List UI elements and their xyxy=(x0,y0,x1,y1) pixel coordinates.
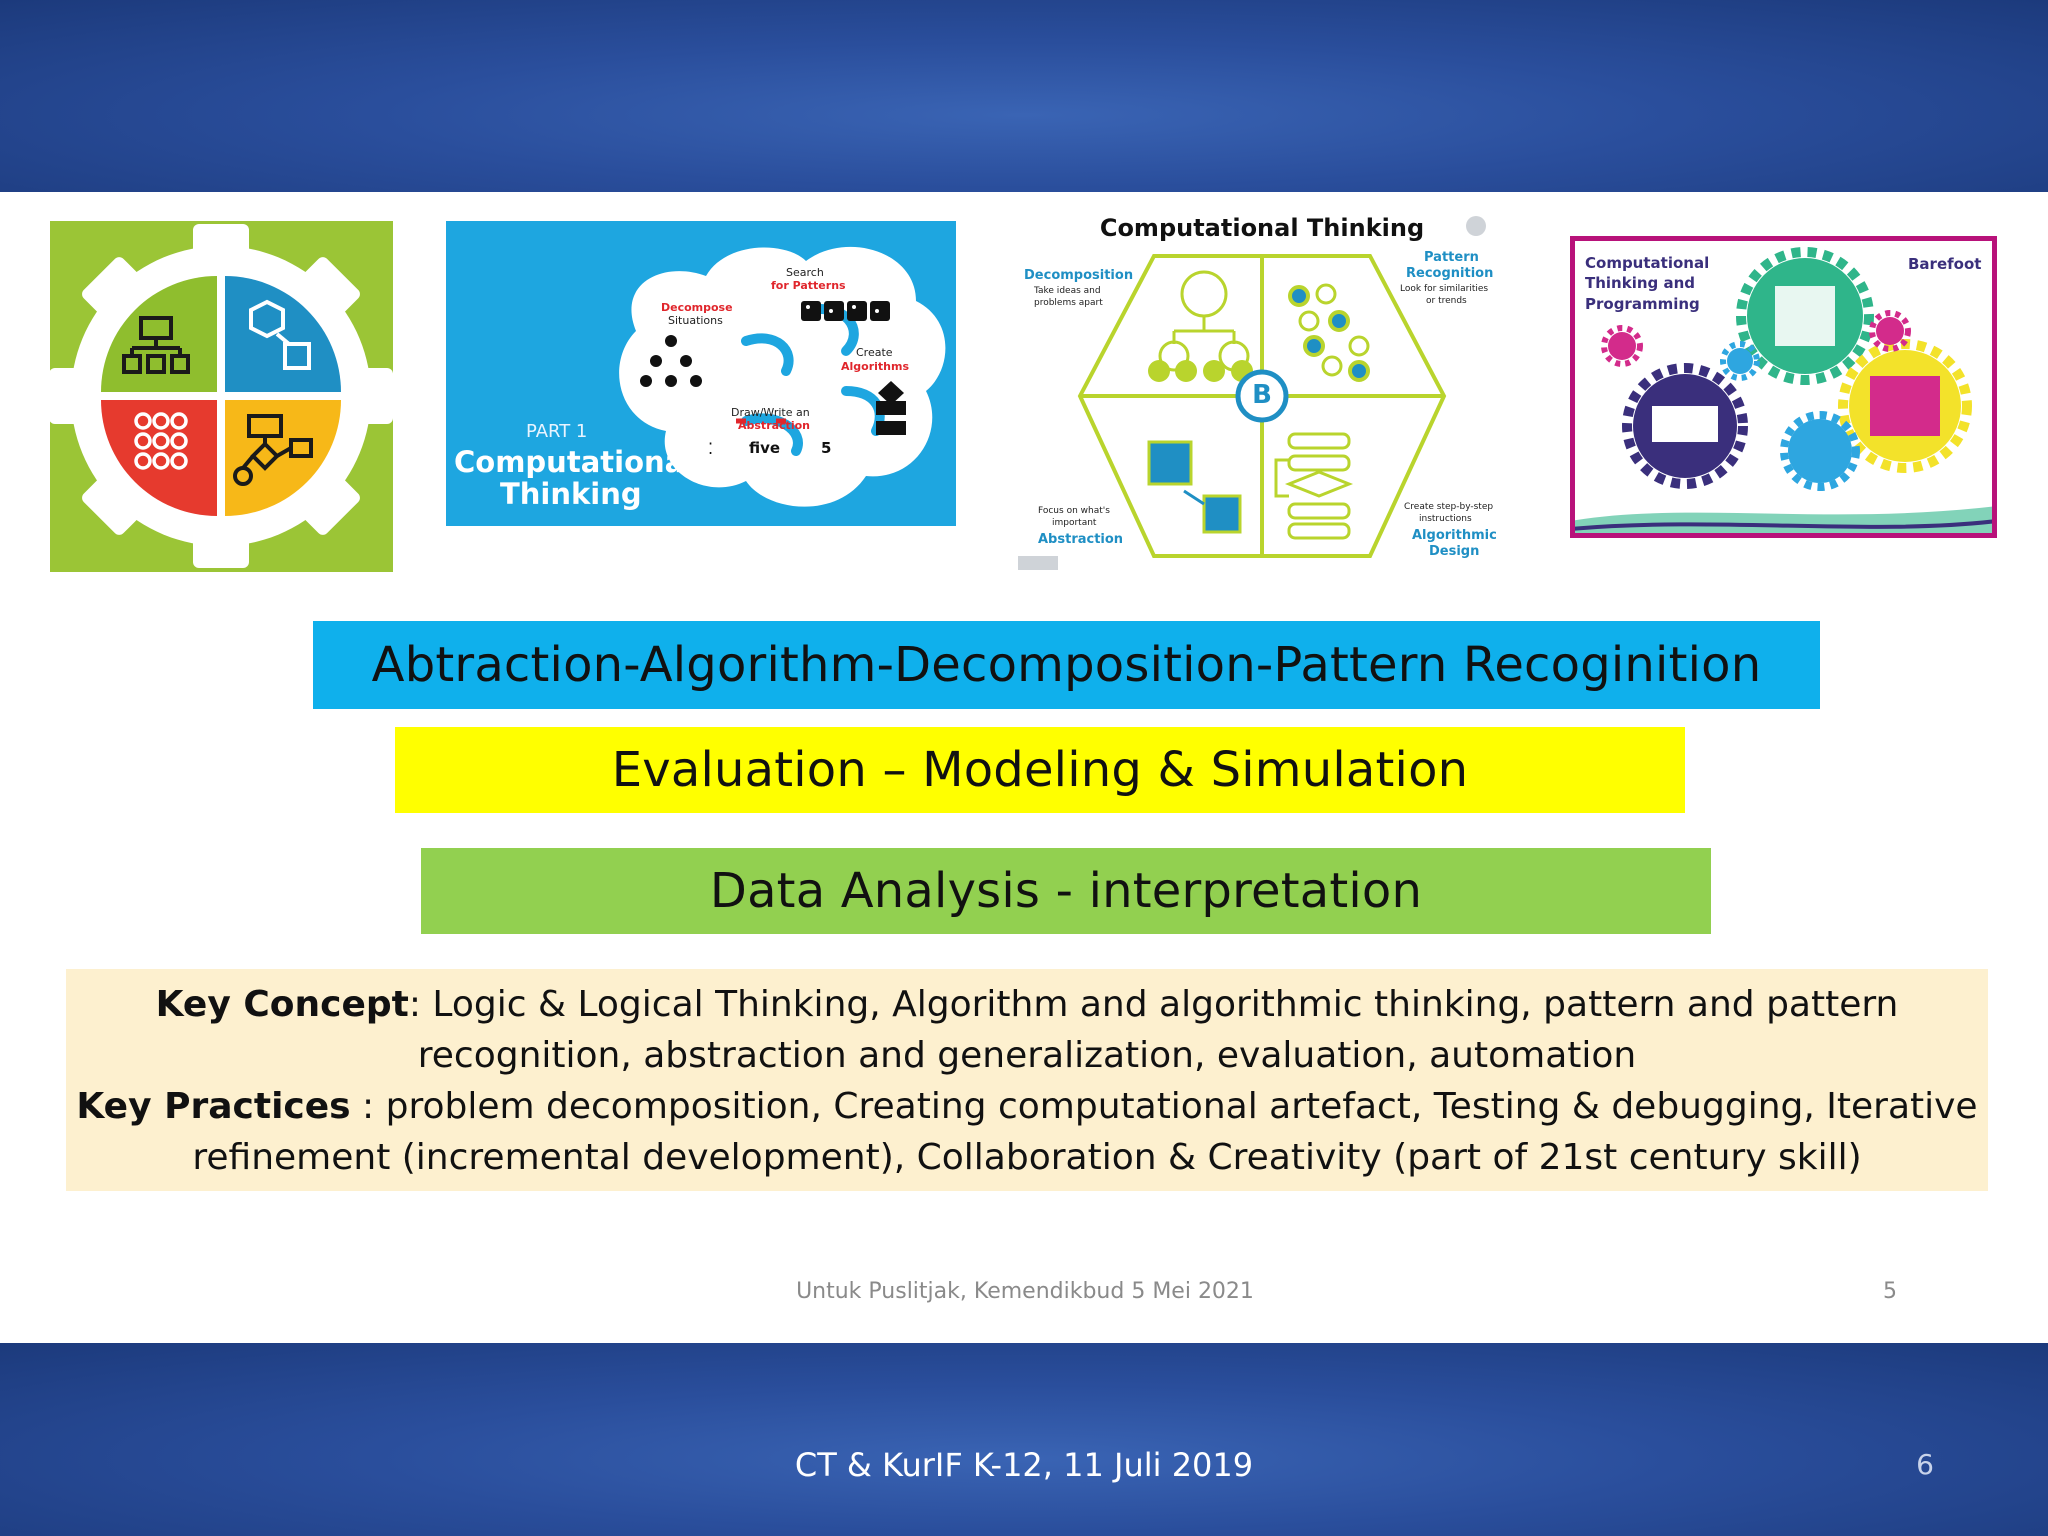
hex-algorithmic-desc-1: Create step-by-step xyxy=(1404,502,1494,512)
barefoot-poster-image: Computational Thinking and Programming B… xyxy=(1570,236,1997,538)
key-concepts-box: Key Concept: Logic & Logical Thinking, A… xyxy=(66,969,1988,1191)
brain-part-label: PART 1 xyxy=(526,421,588,442)
hex-algorithmic-desc-2: instructions xyxy=(1419,514,1472,524)
barefoot-title-3: Programming xyxy=(1585,295,1700,313)
green-concept-bar: Data Analysis - interpretation xyxy=(421,848,1711,934)
brain-dots-icon: ⁚ xyxy=(708,439,714,458)
ct-hexagon-image: Computational Thinking B Decomposition T… xyxy=(1014,206,1510,590)
brain-five-num: 5 xyxy=(821,439,832,457)
outer-footer-page-number: 6 xyxy=(1916,1448,1934,1481)
brain-search-a: Search xyxy=(786,266,824,279)
hex-algorithmic-2: Design xyxy=(1429,544,1480,559)
hex-decomposition-desc-2: problems apart xyxy=(1034,298,1103,308)
brain-abstraction-a: Draw/Write an xyxy=(731,406,810,419)
hex-decomposition-desc-1: Take ideas and xyxy=(1034,286,1101,296)
green-bar-text: Data Analysis - interpretation xyxy=(709,863,1423,919)
top-band xyxy=(0,0,2048,192)
gears-icon xyxy=(1575,247,1992,533)
hex-abstraction-desc-2: important xyxy=(1052,518,1097,528)
key-concept-label: Key Concept xyxy=(155,984,409,1025)
gear-icon xyxy=(50,224,393,568)
yellow-concept-bar: Evaluation – Modeling & Simulation xyxy=(395,727,1685,813)
brain-abstraction-b: Abstraction xyxy=(738,419,810,432)
brain-create-a: Create xyxy=(856,346,893,359)
brain-create-b: Algorithms xyxy=(841,360,910,373)
blue-bar-text: Abtraction-Algorithm-Decomposition-Patte… xyxy=(371,637,1762,693)
hex-abstraction-desc-1: Focus on what's xyxy=(1038,506,1110,516)
key-practices-label: Key Practices xyxy=(76,1086,351,1127)
key-practices-paragraph: Key Practices : problem decomposition, C… xyxy=(66,1081,1988,1183)
hex-pattern-desc-1: Look for similarities xyxy=(1400,284,1489,294)
brain-icon xyxy=(619,246,946,507)
hexagon-icon xyxy=(1018,216,1486,570)
key-practices-text: : problem decomposition, Creating comput… xyxy=(192,1086,1978,1178)
hex-pattern-desc-2: or trends xyxy=(1426,296,1467,306)
hex-abstraction: Abstraction xyxy=(1038,532,1124,547)
barefoot-title-2: Thinking and xyxy=(1585,274,1696,292)
hex-pattern-1: Pattern xyxy=(1424,250,1479,265)
outer-footer-text: CT & KurIF K-12, 11 Juli 2019 xyxy=(794,1446,1254,1484)
bottom-band xyxy=(0,1343,2048,1536)
key-concept-paragraph: Key Concept: Logic & Logical Thinking, A… xyxy=(66,979,1988,1081)
yellow-bar-text: Evaluation – Modeling & Simulation xyxy=(611,742,1469,798)
hex-algorithmic-1: Algorithmic xyxy=(1412,528,1497,543)
brain-title-line1: Computational xyxy=(454,445,695,479)
ct-brain-image: PART 1 Computational Thinking Decompose … xyxy=(446,221,956,526)
key-concept-text: : Logic & Logical Thinking, Algorithm an… xyxy=(408,984,1899,1076)
hex-decomposition: Decomposition xyxy=(1024,268,1134,283)
inner-footer-text: Untuk Puslitjak, Kemendikbud 5 Mei 2021 xyxy=(796,1279,1254,1304)
brain-decompose-a: Decompose xyxy=(661,301,733,314)
ct-gear-image xyxy=(50,221,393,572)
inner-footer-page-number: 5 xyxy=(1883,1279,1897,1304)
brain-title-line2: Thinking xyxy=(500,477,642,511)
barefoot-title-1: Computational xyxy=(1585,254,1710,272)
inner-slide: PART 1 Computational Thinking Decompose … xyxy=(0,192,2048,1343)
hex-center-letter: B xyxy=(1252,380,1272,410)
brain-search-b: for Patterns xyxy=(771,279,846,292)
hex-title: Computational Thinking xyxy=(1099,214,1425,242)
blue-concept-bar: Abtraction-Algorithm-Decomposition-Patte… xyxy=(313,621,1820,709)
hex-pattern-2: Recognition xyxy=(1406,266,1494,281)
brain-decompose-b: Situations xyxy=(668,314,723,327)
barefoot-brand: Barefoot xyxy=(1908,255,1982,273)
brain-five-label: five xyxy=(749,439,781,457)
